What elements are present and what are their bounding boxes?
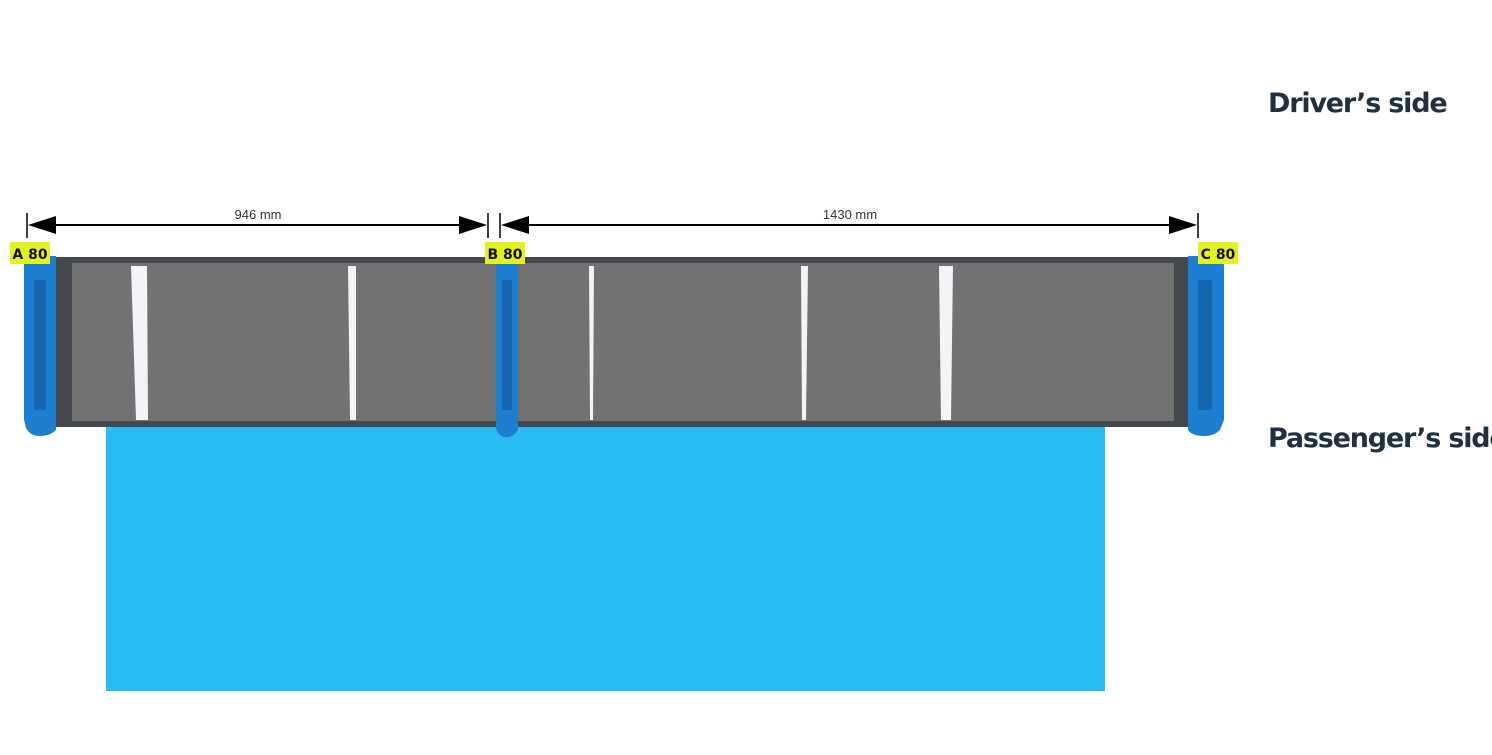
arrowhead-left bbox=[501, 216, 529, 234]
drivers-side-label: Driver’s side bbox=[1268, 88, 1448, 119]
foot-b-badge: B 80 bbox=[485, 242, 525, 264]
passengers-side-label: Passenger’s side bbox=[1268, 423, 1492, 454]
arrowhead-right bbox=[459, 216, 487, 234]
dimension-b-c: 1430 mm bbox=[501, 207, 1197, 234]
crossbar-divider bbox=[939, 266, 953, 420]
dimension-b-c-label: 1430 mm bbox=[823, 207, 877, 222]
crossbar-divider bbox=[348, 266, 356, 420]
foot-c-badge: C 80 bbox=[1198, 242, 1238, 264]
foot-a-badge: A 80 bbox=[10, 242, 50, 264]
arrowhead-right bbox=[1169, 216, 1197, 234]
foot-b bbox=[496, 256, 518, 437]
foot-c-badge-label: C 80 bbox=[1201, 247, 1236, 263]
foot-b-badge-label: B 80 bbox=[487, 247, 522, 263]
crossbar-divider bbox=[131, 266, 148, 420]
arrowhead-left bbox=[28, 216, 56, 234]
crossbar-divider bbox=[801, 266, 808, 420]
dimension-a-b: 946 mm bbox=[28, 207, 487, 234]
foot-a bbox=[24, 256, 56, 436]
vehicle-roof bbox=[106, 420, 1105, 691]
foot-a-badge-label: A 80 bbox=[12, 247, 47, 263]
foot-c bbox=[1188, 256, 1224, 436]
dimension-a-b-label: 946 mm bbox=[235, 207, 282, 222]
rail-section-right bbox=[518, 263, 1174, 421]
crossbar-divider bbox=[589, 266, 594, 420]
